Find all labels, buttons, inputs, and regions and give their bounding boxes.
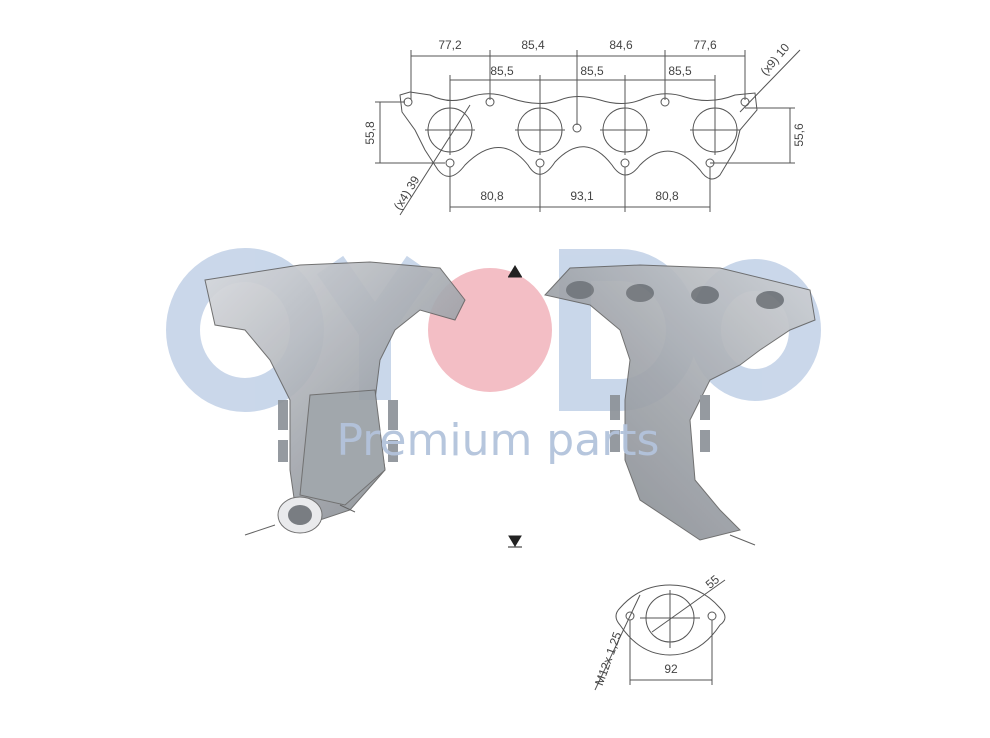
section-marker-up-icon: [508, 265, 522, 278]
dim-top-4: 77,6: [693, 38, 717, 52]
dim-right-height: 55,6: [792, 123, 806, 147]
dim-flange-spacing: 92: [664, 662, 678, 676]
dim-left-height: 55,8: [363, 121, 377, 145]
tagline-watermark: Premium parts: [337, 415, 660, 466]
section-marker-down-icon: [508, 535, 522, 548]
flange-drawing: 92 55 M12x 1,25: [592, 572, 726, 691]
dim-bottom-1: 80,8: [480, 189, 504, 203]
dim-flange-thread: M12x 1,25: [592, 630, 624, 688]
dim-top-2: 85,4: [521, 38, 545, 52]
dim-port-1: 85,5: [490, 64, 514, 78]
dim-bottom-3: 80,8: [655, 189, 679, 203]
dim-top-1: 77,2: [438, 38, 462, 52]
manifold-front-view: [204, 261, 466, 536]
dim-port-2: 85,5: [580, 64, 604, 78]
dim-port-diameter: (x4) 39: [391, 173, 423, 212]
manifold-rear-view: [544, 264, 816, 546]
dim-bolt-hole: (x9) 10: [758, 40, 793, 78]
gasket-drawing: 77,2 85,4 84,6 77,6 85,5 85,5 85,5 80,8 …: [363, 38, 806, 216]
dim-port-3: 85,5: [668, 64, 692, 78]
dim-bottom-2: 93,1: [570, 189, 594, 203]
dim-flange-diameter: 55: [703, 572, 722, 592]
dim-top-3: 84,6: [609, 38, 633, 52]
